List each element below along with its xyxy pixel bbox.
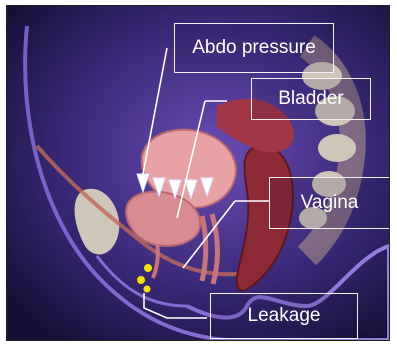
label-vagina: Vagina <box>269 177 389 229</box>
label-bladder: Bladder <box>251 78 371 120</box>
label-abdo-pressure: Abdo pressure <box>174 23 334 73</box>
label-leakage: Leakage <box>210 293 358 339</box>
diagram-frame: Abdo pressure Bladder Vagina Leakage <box>6 5 390 341</box>
